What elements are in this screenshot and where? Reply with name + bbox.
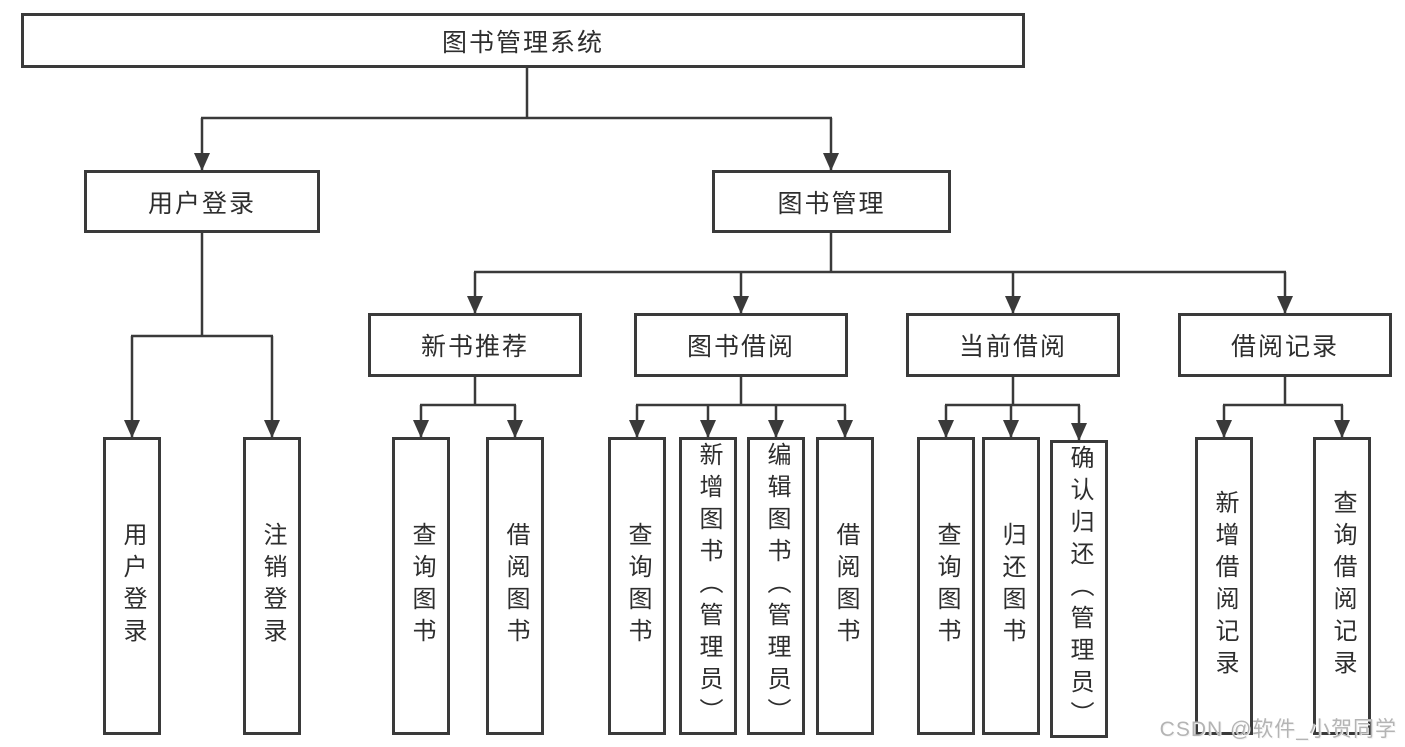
node-current-borrow: 当前借阅: [906, 313, 1120, 377]
node-library-system: 图书管理系统: [21, 13, 1025, 68]
leaf-add-book-admin: 新增图书（管理员）: [679, 437, 737, 735]
connector-root-to-level2: [194, 68, 839, 171]
leaf-query-books-current: 查询图书: [917, 437, 975, 735]
leaf-query-borrow-record: 查询借阅记录: [1313, 437, 1371, 735]
connector-book-borrow-branch: [629, 377, 853, 438]
leaf-logout: 注销登录: [243, 437, 301, 735]
node-borrow-records: 借阅记录: [1178, 313, 1392, 377]
leaf-borrow-books-recommend: 借阅图书: [486, 437, 544, 735]
connector-new-book-branch: [413, 377, 523, 438]
connector-current-borrow-branch: [938, 377, 1087, 441]
leaf-confirm-return-admin: 确认归还（管理员）: [1050, 440, 1108, 738]
leaf-return-book: 归还图书: [982, 437, 1040, 735]
leaf-user-login: 用户登录: [103, 437, 161, 735]
node-user-login: 用户登录: [84, 170, 320, 233]
node-new-book-recommend: 新书推荐: [368, 313, 582, 377]
leaf-borrow-books: 借阅图书: [816, 437, 874, 735]
node-book-borrow: 图书借阅: [634, 313, 848, 377]
leaf-query-books-recommend: 查询图书: [392, 437, 450, 735]
connector-book-management-branch: [467, 233, 1293, 314]
leaf-edit-book-admin: 编辑图书（管理员）: [747, 437, 805, 735]
node-book-management: 图书管理: [712, 170, 951, 233]
csdn-watermark: CSDN @软件_小贺同学: [1159, 718, 1397, 741]
connector-user-login-branch: [124, 233, 280, 438]
leaf-add-borrow-record: 新增借阅记录: [1195, 437, 1253, 735]
connector-borrow-records-branch: [1216, 377, 1350, 438]
leaf-query-books-borrow: 查询图书: [608, 437, 666, 735]
